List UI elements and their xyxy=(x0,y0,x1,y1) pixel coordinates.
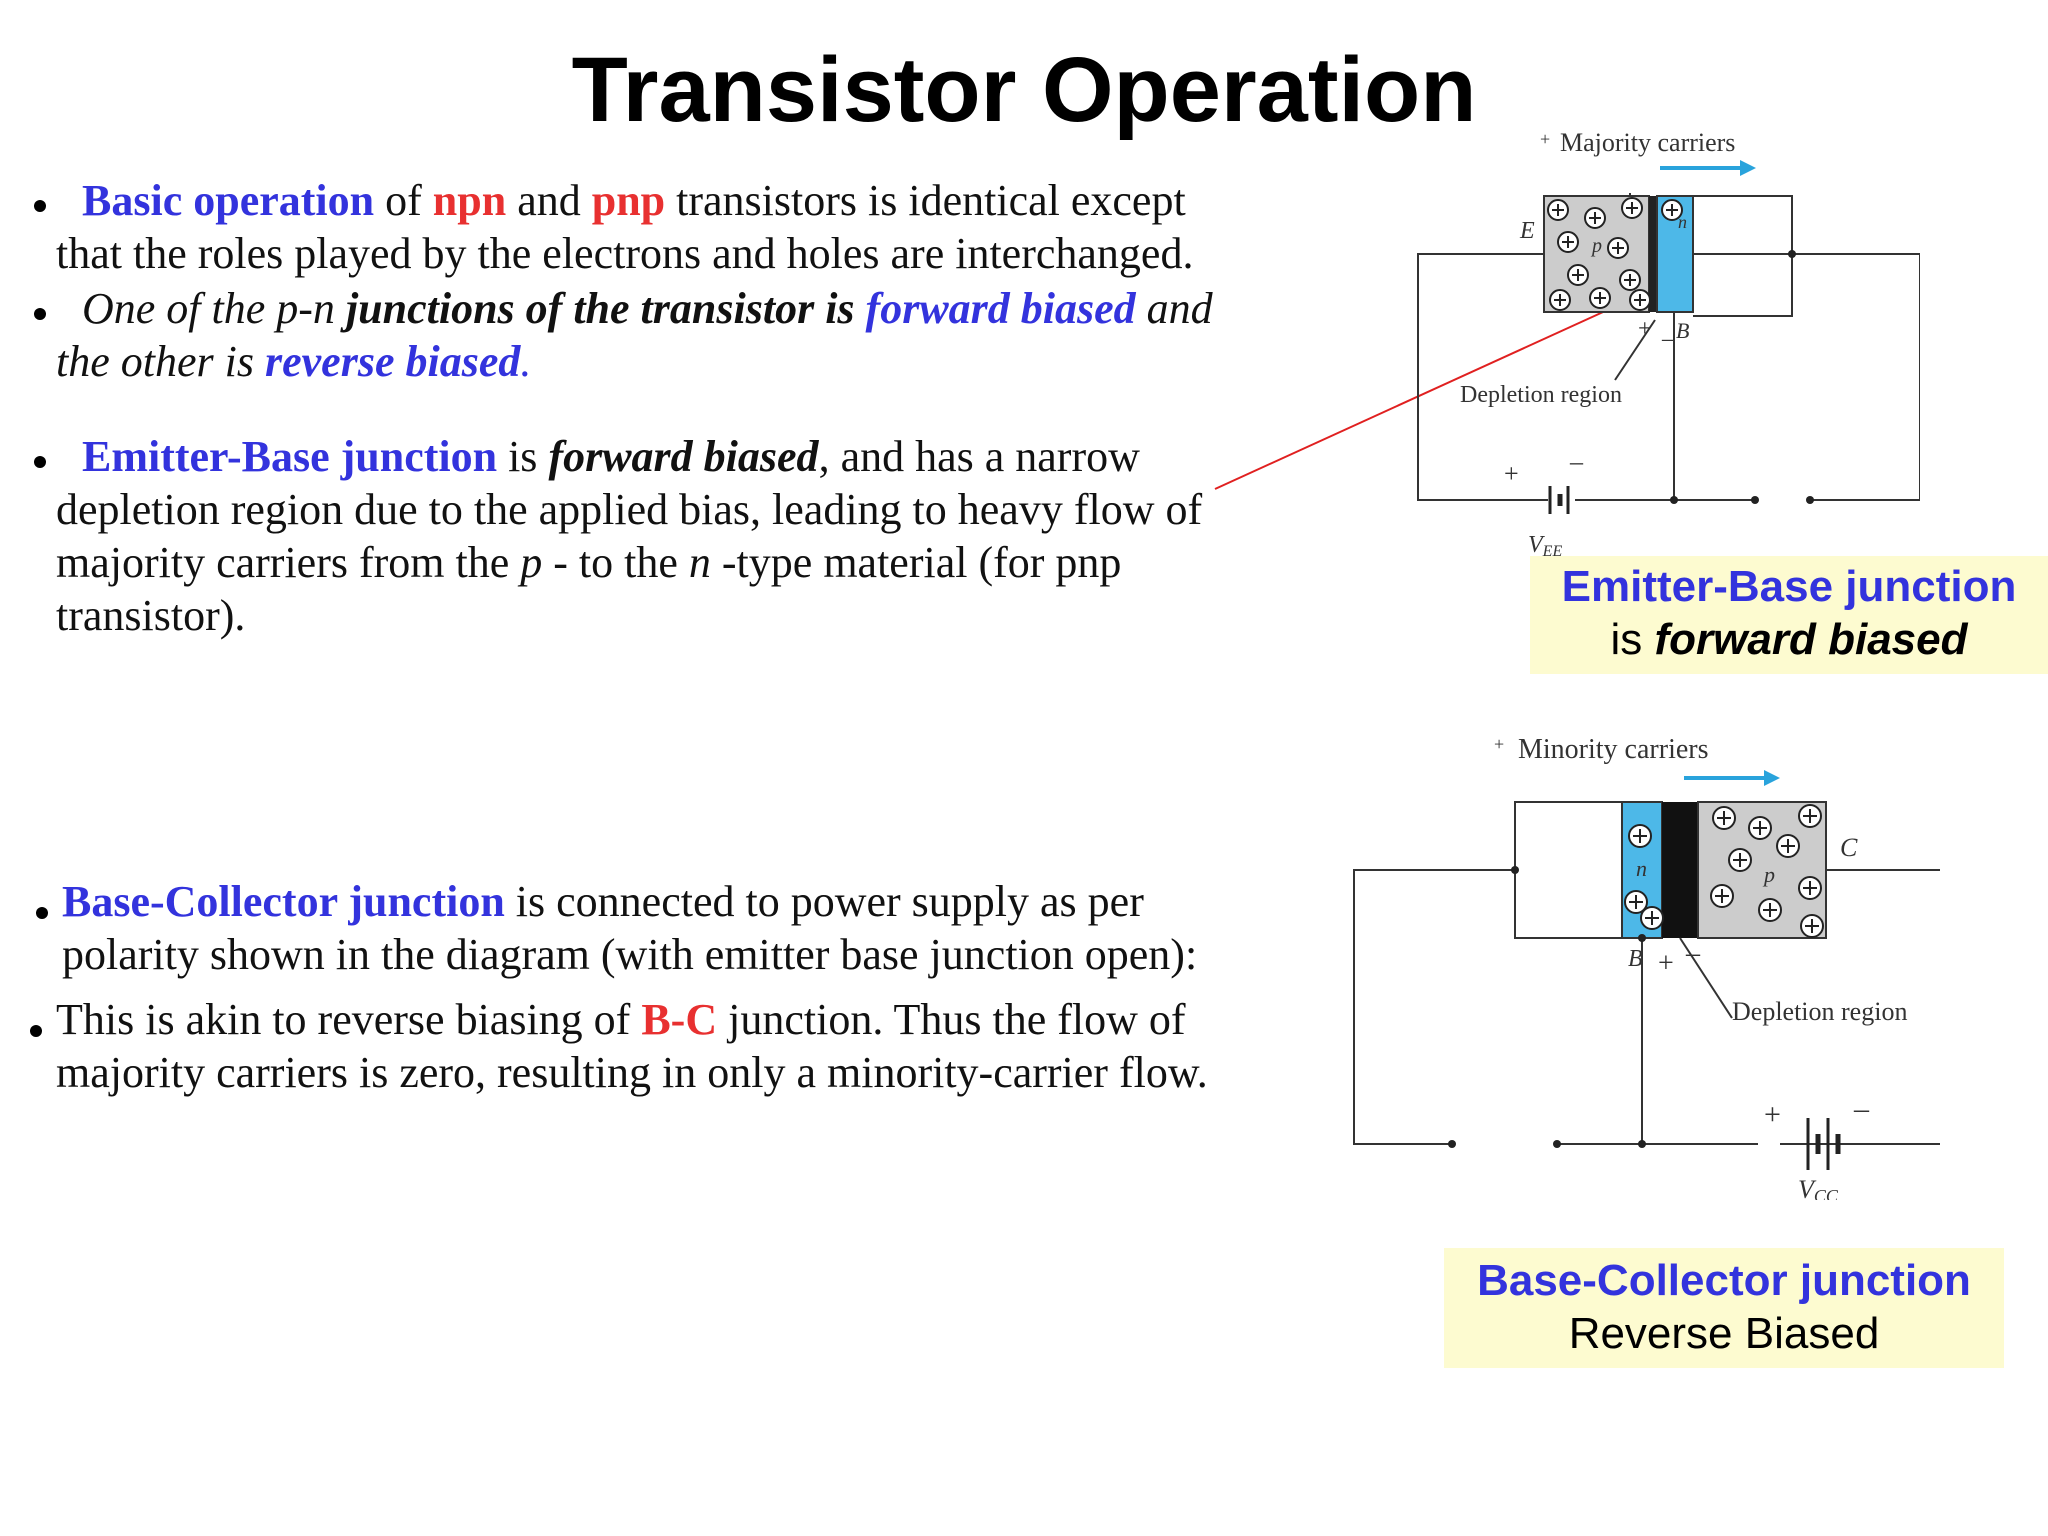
vee-label: VEE xyxy=(1528,532,1562,560)
carriers-plus: + xyxy=(1540,129,1550,149)
junction-minus: – xyxy=(1661,326,1675,352)
battery-minus: – xyxy=(1569,447,1584,476)
emitter-letter: E xyxy=(1519,218,1535,244)
depletion-pointer xyxy=(1614,319,1656,381)
bullet-basic-operation: Basic operation of npn and pnp transisto… xyxy=(30,174,1260,280)
collector-letter: C xyxy=(1840,833,1858,862)
caption-eb-subtitle: is forward biased xyxy=(1610,615,1968,664)
caption-bc-title: Base-Collector junction xyxy=(1477,1256,1971,1305)
junction-plus: + xyxy=(1638,316,1652,342)
caption-base-collector: Base-Collector junction Reverse Biased xyxy=(1444,1248,2004,1368)
junction-plus: + xyxy=(1658,948,1674,979)
caption-bc-subtitle: Reverse Biased xyxy=(1568,1309,1880,1358)
bullet-dot xyxy=(36,907,48,919)
battery-minus: – xyxy=(1853,1092,1870,1125)
depletion-pointer xyxy=(1679,937,1733,1019)
battery-vcc xyxy=(1806,1118,1841,1170)
battery-plus: + xyxy=(1504,459,1519,488)
emitter-base-diagram: + Majority carriers p n E B + xyxy=(1417,128,1920,560)
hole-plus-signs xyxy=(1552,202,1678,306)
base-letter: B xyxy=(1628,946,1643,972)
majority-carriers-label: Majority carriers xyxy=(1560,128,1735,157)
minority-carriers-label: Minority carriers xyxy=(1518,734,1709,765)
bullet-base-collector: Base-Collector junction is connected to … xyxy=(30,875,1260,981)
carriers-arrowhead xyxy=(1740,160,1756,176)
depletion-zone xyxy=(1649,196,1657,312)
p-letter: p xyxy=(1590,235,1602,257)
slide-title: Transistor Operation xyxy=(571,39,1477,141)
text-block-bottom: Base-Collector junction is connected to … xyxy=(30,875,1260,1099)
bullet-junctions: One of the p-n junctions of the transist… xyxy=(30,282,1260,388)
vcc-label: VCC xyxy=(1798,1175,1839,1200)
carriers-arrowhead xyxy=(1764,770,1780,786)
depletion-region-label: Depletion region xyxy=(1460,382,1622,408)
carriers-plus: + xyxy=(1494,734,1504,754)
n-letter: n xyxy=(1678,212,1687,232)
base-letter: B xyxy=(1676,318,1689,343)
base-collector-diagram: + Minority carriers n p C B + – VCC + xyxy=(1353,734,1940,1200)
n-letter: n xyxy=(1636,856,1647,881)
bullet-emitter-base: Emitter-Base junction is forward biased,… xyxy=(30,430,1260,642)
caption-eb-title: Emitter-Base junction xyxy=(1561,562,2017,611)
bullet-dot xyxy=(34,200,46,212)
junction-minus: – xyxy=(1685,938,1701,969)
text-block-top: Basic operation of npn and pnp transisto… xyxy=(30,174,1260,642)
p-letter: p xyxy=(1762,862,1775,887)
bullet-dot xyxy=(34,456,46,468)
depletion-zone xyxy=(1662,802,1698,938)
hole-plus-signs xyxy=(1629,809,1819,933)
depletion-region-label: Depletion region xyxy=(1732,997,1907,1026)
bullet-reverse-biasing: This is akin to reverse biasing of B-C j… xyxy=(30,993,1260,1099)
circuit-nodes xyxy=(1670,250,1814,504)
caption-emitter-base: Emitter-Base junction is forward biased xyxy=(1530,556,2048,674)
battery-vee xyxy=(1548,486,1570,514)
circuit-nodes xyxy=(1448,866,1646,1148)
bullet-dot xyxy=(30,1025,42,1037)
battery-plus: + xyxy=(1764,1098,1781,1131)
bullet-dot xyxy=(34,308,46,320)
